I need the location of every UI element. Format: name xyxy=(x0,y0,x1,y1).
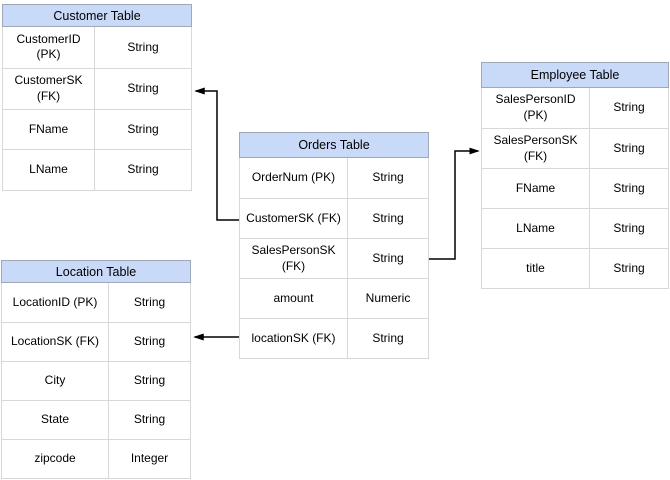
field-type-cell: String xyxy=(133,373,166,388)
table-row: FName String xyxy=(482,168,668,208)
field-name-cell: LName xyxy=(482,209,590,248)
table-row: State String xyxy=(2,400,190,439)
table-customer-title: Customer Table xyxy=(2,4,192,27)
field-name-cell: SalesPersonID (PK) xyxy=(482,88,590,128)
field-type-cell: Integer xyxy=(130,451,169,466)
field-name-cell: amount xyxy=(240,279,348,318)
field-type-cell: String xyxy=(372,250,404,265)
table-location-title: Location Table xyxy=(1,260,191,283)
field-name-cell: locationSK (FK) xyxy=(240,319,348,358)
field-type-cell: String xyxy=(127,121,159,136)
field-type-cell: String xyxy=(133,334,166,349)
field-type-cell: String xyxy=(613,220,645,235)
connector-orders-salespersonsk-to-employee xyxy=(429,147,480,260)
table-row: CustomerSK (FK) String xyxy=(3,67,191,109)
field-type-cell: String xyxy=(613,180,645,195)
table-orders-title: Orders Table xyxy=(239,132,429,158)
field-type-cell: String xyxy=(133,412,166,427)
field-name-cell: FName xyxy=(3,109,95,150)
field-name-cell: CustomerSK (FK) xyxy=(3,68,95,109)
field-name-cell: zipcode xyxy=(2,440,109,478)
table-row: CustomerSK (FK) String xyxy=(240,198,428,238)
field-type-cell: String xyxy=(127,39,159,54)
field-name-cell: title xyxy=(482,249,590,288)
table-row: LName String xyxy=(482,208,668,248)
table-row: City String xyxy=(2,361,190,400)
field-type-cell: String xyxy=(127,80,159,95)
table-row: SalesPersonSK (FK) String xyxy=(240,238,428,278)
table-row: amount Numeric xyxy=(240,278,428,318)
table-employee-title: Employee Table xyxy=(481,62,669,88)
field-name-cell: SalesPersonSK (FK) xyxy=(240,239,348,278)
field-name-cell: LocationSK (FK) xyxy=(2,323,109,361)
table-row: LocationID (PK) String xyxy=(2,283,190,322)
field-name-cell: FName xyxy=(482,169,590,208)
field-type-cell: String xyxy=(613,260,645,275)
field-type-cell: String xyxy=(372,210,404,225)
table-row: OrderNum (PK) String xyxy=(240,158,428,198)
table-row: FName String xyxy=(3,108,191,150)
field-type-cell: String xyxy=(133,294,166,309)
field-name-cell: CustomerSK (FK) xyxy=(240,199,348,238)
field-type-cell: String xyxy=(372,330,404,345)
field-type-cell: String xyxy=(127,162,159,177)
table-row: locationSK (FK) String xyxy=(240,318,428,358)
field-name-cell: OrderNum (PK) xyxy=(240,158,348,198)
field-type-cell: String xyxy=(613,140,645,155)
table-row: SalesPersonSK (FK) String xyxy=(482,128,668,168)
field-name-cell: LName xyxy=(3,150,95,190)
table-row: CustomerID (PK) String xyxy=(3,27,191,68)
field-name-cell: State xyxy=(2,401,109,439)
table-row: zipcode Integer xyxy=(2,439,190,478)
table-row: title String xyxy=(482,248,668,288)
field-name-cell: City xyxy=(2,362,109,400)
field-name-cell: LocationID (PK) xyxy=(2,283,109,322)
connector-orders-customersk-to-customer xyxy=(194,87,239,221)
table-row: SalesPersonID (PK) String xyxy=(482,88,668,128)
field-type-cell: String xyxy=(372,170,404,185)
field-type-cell: Numeric xyxy=(365,290,411,305)
table-row: LocationSK (FK) String xyxy=(2,322,190,361)
field-name-cell: SalesPersonSK (FK) xyxy=(482,129,590,168)
table-row: LName String xyxy=(3,149,191,190)
field-type-cell: String xyxy=(613,100,645,115)
field-name-cell: CustomerID (PK) xyxy=(3,27,95,68)
